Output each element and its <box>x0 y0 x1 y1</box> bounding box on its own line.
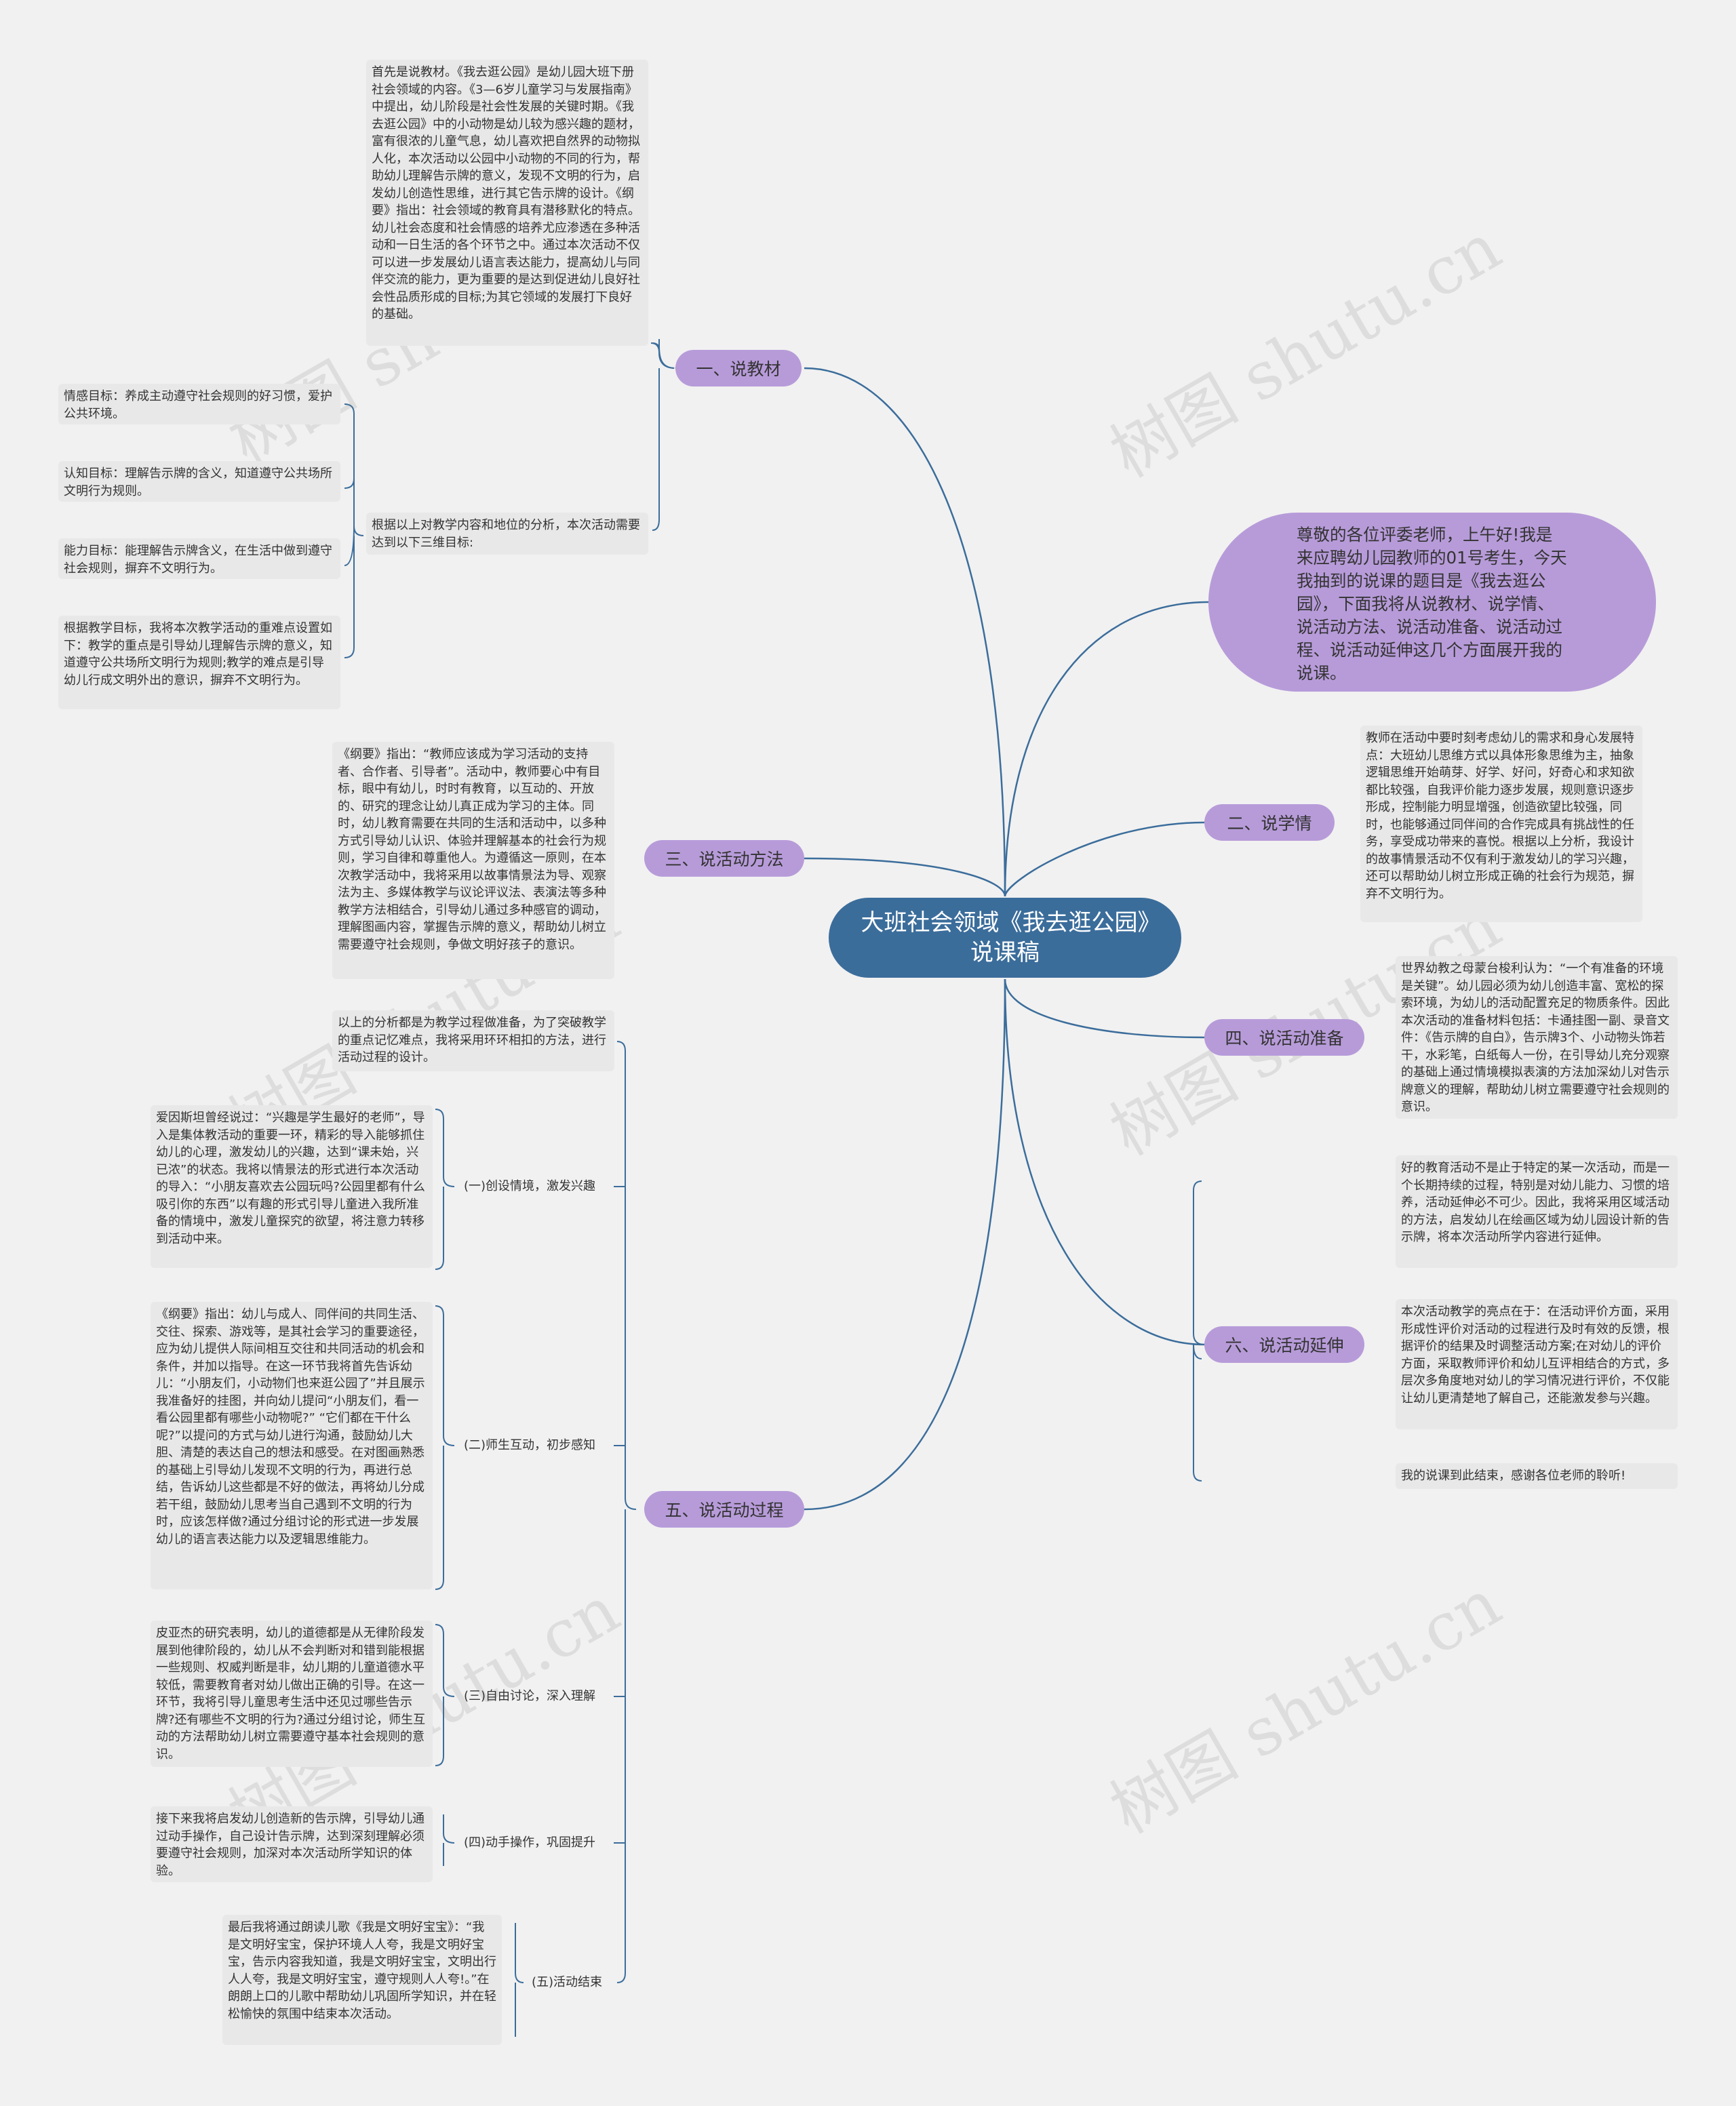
root-node[interactable]: 大班社会领域《我去逛公园》说课稿 <box>829 898 1181 978</box>
branch-shuo-huodong-zhunbei[interactable]: 四、说活动准备 <box>1204 1019 1364 1056</box>
note-step-1: 爱因斯坦曾经说过：“兴趣是学生最好的老师”，导入是集体教活动的重要一环，精彩的导… <box>151 1105 433 1268</box>
link-root-b3 <box>804 857 1006 897</box>
note-step-5: 最后我将通过朗读儿歌《我是文明好宝宝》：“我是文明好宝宝，保护环境人人夸，我是文… <box>222 1915 502 2045</box>
note-goal-keypoints: 根据教学目标，我将本次教学活动的重难点设置如下：教学的重点是引导幼儿理解告示牌的… <box>58 616 340 709</box>
note-jiaocai-goals: 根据以上对教学内容和地位的分析，本次活动需要达到以下三维目标: <box>366 513 648 555</box>
step-label-3[interactable]: (三)自由讨论，深入理解 <box>464 1689 596 1703</box>
bracket-b1-goals <box>344 403 364 658</box>
bracket-step2 <box>435 1305 455 1590</box>
branch-shuo-huodong-guocheng[interactable]: 五、说活动过程 <box>644 1491 804 1528</box>
branch-shuo-huodong-yanshen[interactable]: 六、说活动延伸 <box>1204 1326 1364 1363</box>
bracket-step4 <box>443 1814 455 1866</box>
link-root-b4 <box>1004 978 1205 1039</box>
note-step-4: 接下来我将启发幼儿创造新的告示牌，引导幼儿通过动手操作，自己设计告示牌，达到深刻… <box>151 1806 433 1882</box>
step-label-4[interactable]: (四)动手操作，巩固提升 <box>464 1835 596 1850</box>
note-jiaocai-main: 首先是说教材。《我去逛公园》是幼儿园大班下册社会领域的内容。《3—6岁儿童学习与… <box>366 60 648 346</box>
branch-shuo-jiaocai[interactable]: 一、说教材 <box>675 350 802 386</box>
note-goal-cognition: 认知目标：理解告示牌的含义，知道遵守公共场所文明行为规则。 <box>58 461 340 502</box>
bracket-step5 <box>515 1923 524 2037</box>
link-root-b1 <box>804 367 1006 897</box>
link-root-b6 <box>1004 978 1205 1346</box>
note-yanshen-3: 我的说课到此结束，感谢各位老师的聆听! <box>1396 1463 1678 1489</box>
note-yanshen-1: 好的教育活动不是止于特定的某一次活动，而是一个长期持续的过程，特别是对幼儿能力、… <box>1396 1155 1678 1268</box>
branch-shuo-xueqing[interactable]: 二、说学情 <box>1204 804 1335 841</box>
note-fangfa: 《纲要》指出：“教师应该成为学习活动的支持者、合作者、引导者”。活动中，教师要心… <box>332 742 614 979</box>
link-root-intro <box>1004 601 1209 897</box>
note-xueqing: 教师在活动中要时刻考虑幼儿的需求和身心发展特点：大班幼儿思维方式以具体形象思维为… <box>1360 726 1642 922</box>
note-guocheng-intro: 以上的分析都是为教学过程做准备，为了突破教学的重点记忆难点，我将采用环环相扣的方… <box>332 1010 614 1071</box>
link-root-b2 <box>1004 821 1205 897</box>
bracket-step3 <box>435 1624 455 1766</box>
bracket-b5 <box>614 1041 637 1983</box>
note-step-2: 《纲要》指出：幼儿与成人、同伴间的共同生活、交往、探索、游戏等，是其社会学习的重… <box>151 1302 433 1589</box>
note-step-3: 皮亚杰的研究表明，幼儿的道德都是从无律阶段发展到他律阶段的，幼儿从不会判断对和错… <box>151 1621 433 1767</box>
intro-node[interactable]: 尊敬的各位评委老师，上午好!我是来应聘幼儿园教师的01号考生，今天我抽到的说课的… <box>1208 513 1656 692</box>
note-goal-emotion: 情感目标：养成主动遵守社会规则的好习惯，爱护公共环境。 <box>58 384 340 424</box>
bracket-step1 <box>435 1109 455 1270</box>
branch-shuo-huodong-fangfa[interactable]: 三、说活动方法 <box>644 840 804 877</box>
link-root-b5 <box>804 978 1006 1511</box>
step-label-1[interactable]: (一)创设情境，激发兴趣 <box>464 1179 596 1193</box>
note-yanshen-2: 本次活动教学的亮点在于：在活动评价方面，采用形成性评价对活动的过程进行及时有效的… <box>1396 1299 1678 1429</box>
bracket-b6 <box>1193 1180 1205 1482</box>
step-label-2[interactable]: (二)师生互动，初步感知 <box>464 1438 596 1452</box>
note-zhunbei: 世界幼教之母蒙台梭利认为：“一个有准备的环境是关键”。幼儿园必须为幼儿创造丰富、… <box>1396 956 1678 1119</box>
step-label-5[interactable]: (五)活动结束 <box>532 1975 603 1989</box>
note-goal-ability: 能力目标：能理解告示牌含义，在生活中做到遵守社会规则，摒弃不文明行为。 <box>58 538 340 579</box>
